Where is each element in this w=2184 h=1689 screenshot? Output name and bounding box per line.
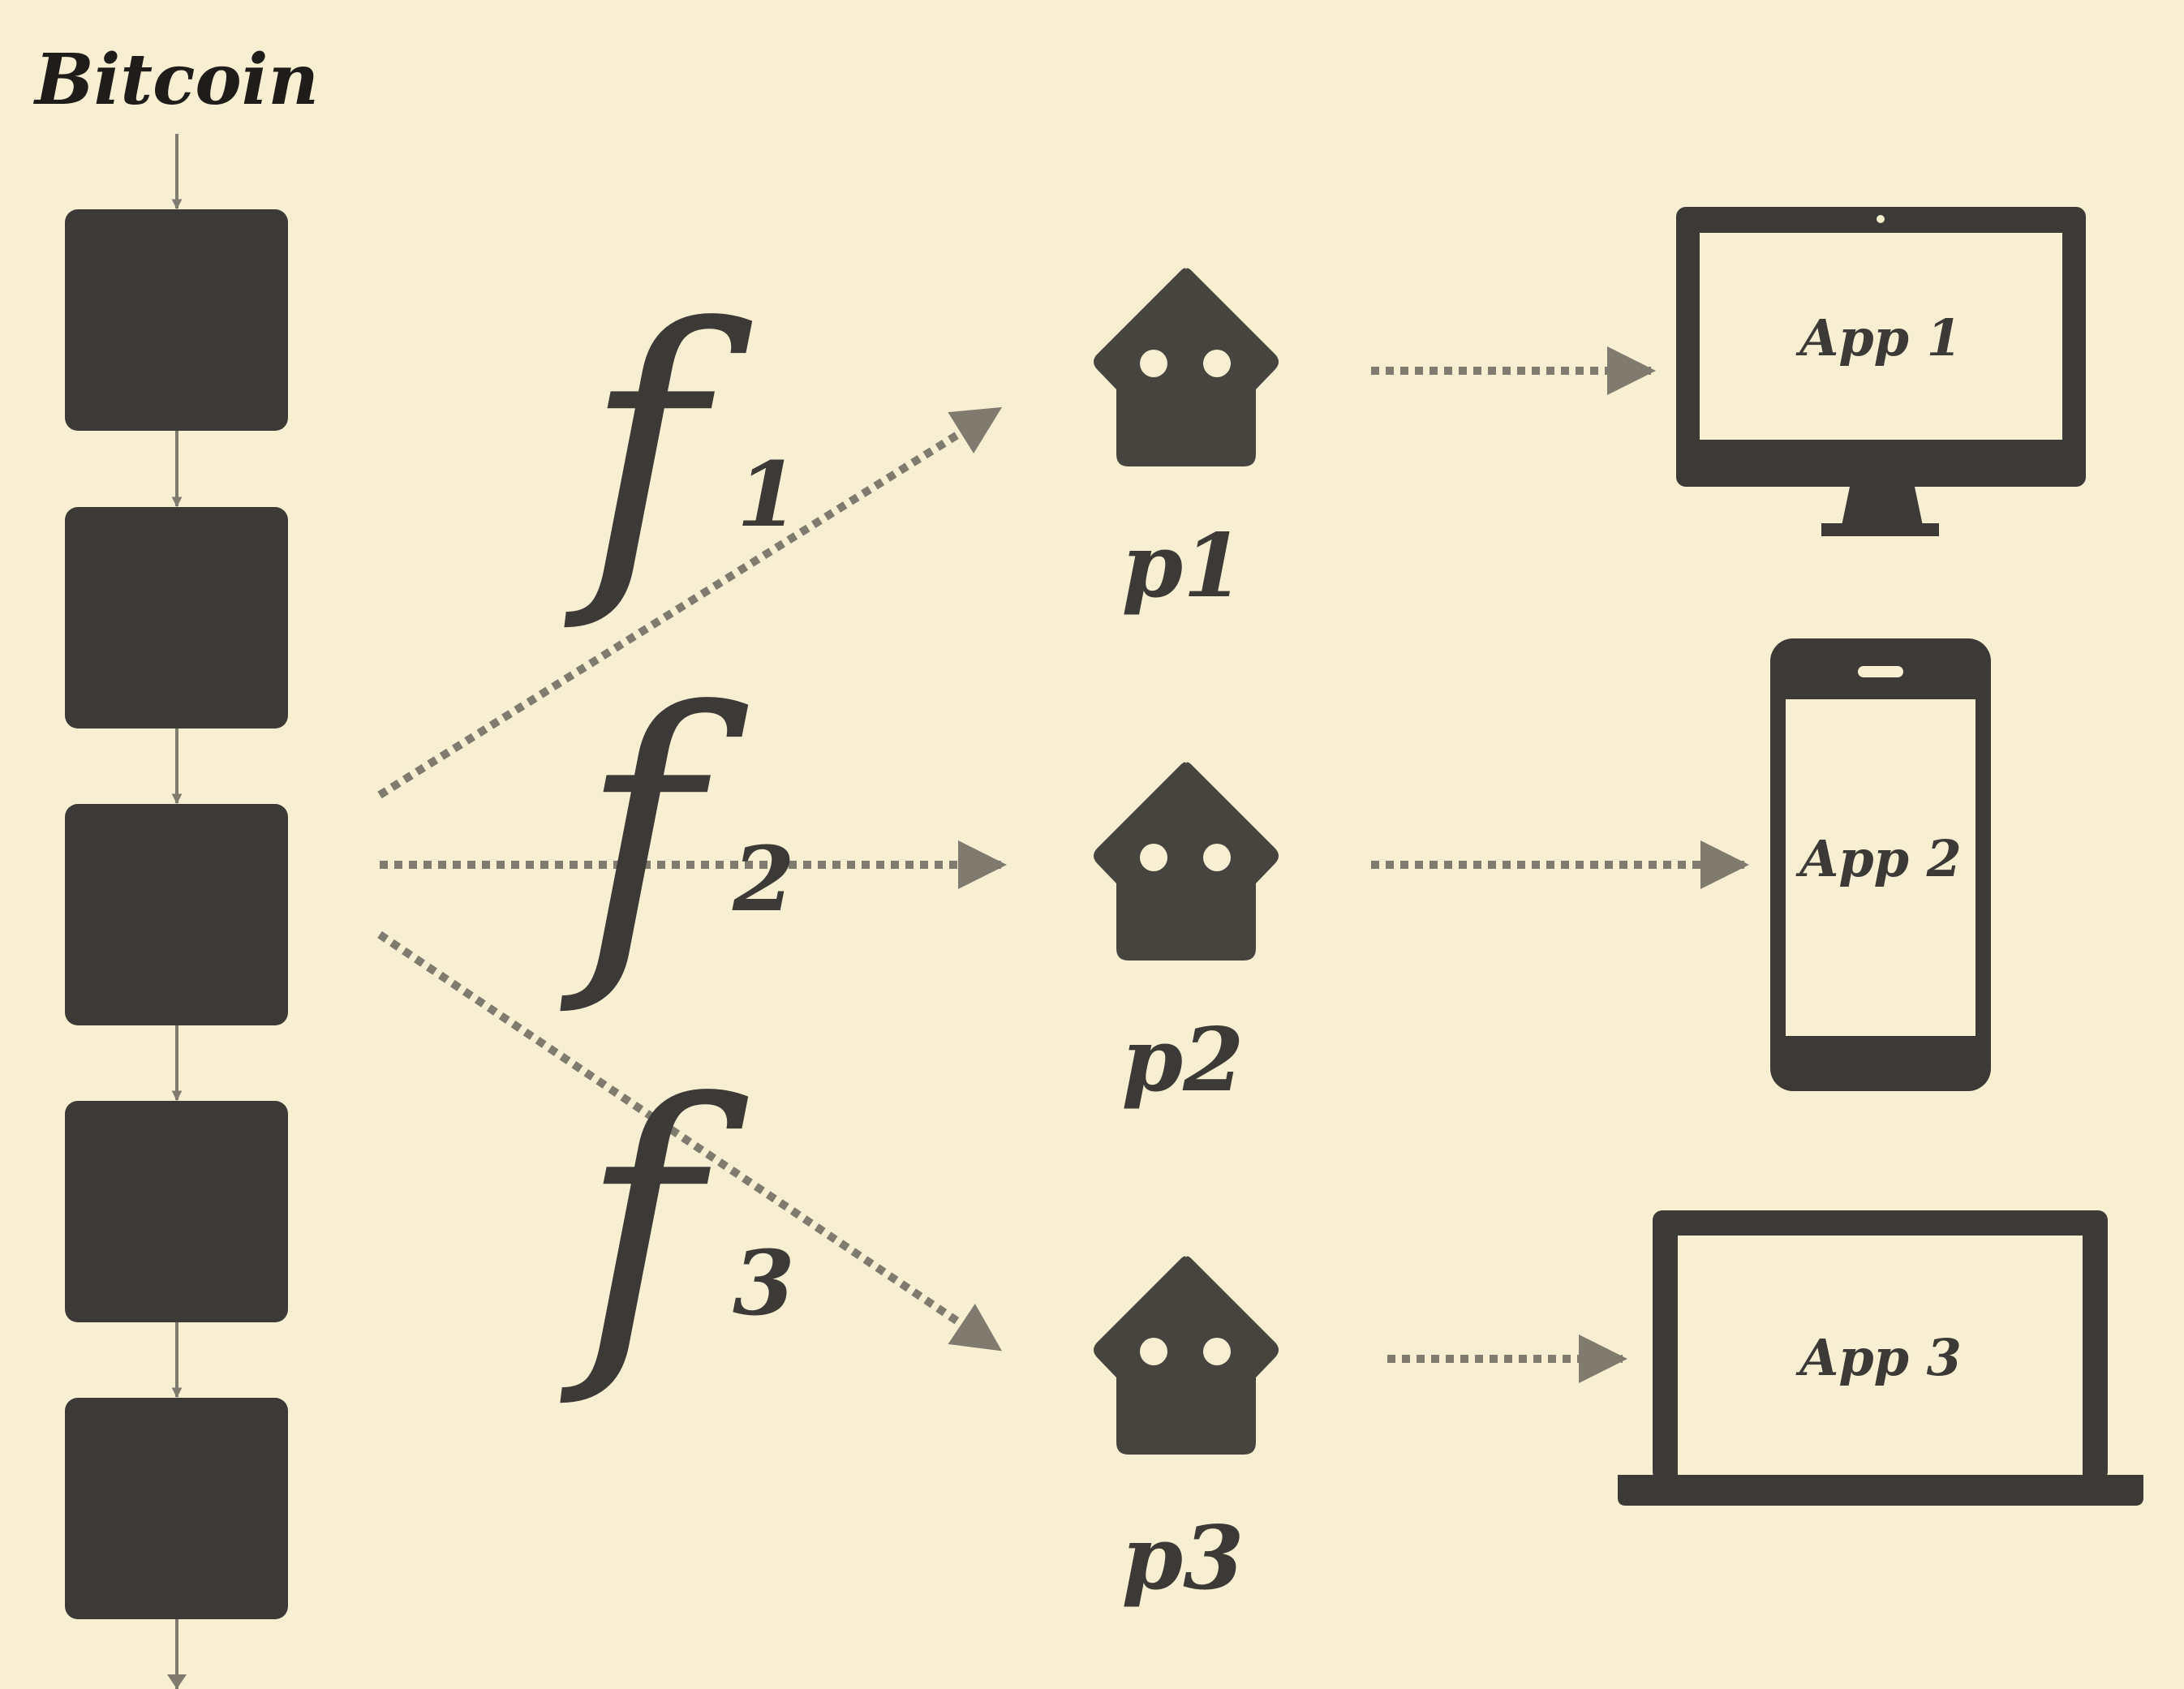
node-p2: p2	[1094, 762, 1279, 1111]
block	[65, 1398, 288, 1619]
block	[65, 804, 288, 1025]
laptop-icon	[1618, 1210, 2143, 1506]
diagram-title: Bitcoin	[32, 39, 319, 121]
chain-arrowhead	[167, 1674, 187, 1689]
node-house-icon	[1094, 762, 1279, 961]
node-house-icon	[1094, 268, 1279, 466]
blockchain-column	[65, 134, 288, 1689]
app-label: App 1	[1795, 308, 1962, 367]
app-label: App 3	[1795, 1328, 1962, 1387]
monitor-icon	[1676, 207, 2086, 536]
block	[65, 209, 288, 431]
arrow-to-p3	[377, 930, 1002, 1352]
app-arrows	[1371, 346, 1749, 1383]
phone-icon	[1770, 638, 1991, 1091]
app-3: App 3	[1618, 1210, 2143, 1506]
arrow-to-p1	[377, 406, 1003, 799]
filter-arrows	[377, 406, 1007, 1352]
node-p3: p3	[1094, 1256, 1279, 1609]
block	[65, 1101, 288, 1322]
filter-subscript: 1	[737, 442, 799, 547]
node-p1: p1	[1094, 268, 1279, 617]
filter-subscript: 2	[732, 827, 795, 931]
node-label: p2	[1122, 1009, 1245, 1111]
app-2: App 2	[1770, 638, 1991, 1091]
node-house-icon	[1094, 1256, 1279, 1455]
app-1: App 1	[1676, 207, 2086, 536]
node-label: p3	[1122, 1507, 1245, 1609]
app-label: App 2	[1795, 829, 1962, 888]
filter-subscript: 3	[733, 1231, 795, 1335]
node-label: p1	[1122, 515, 1245, 617]
block	[65, 507, 288, 728]
